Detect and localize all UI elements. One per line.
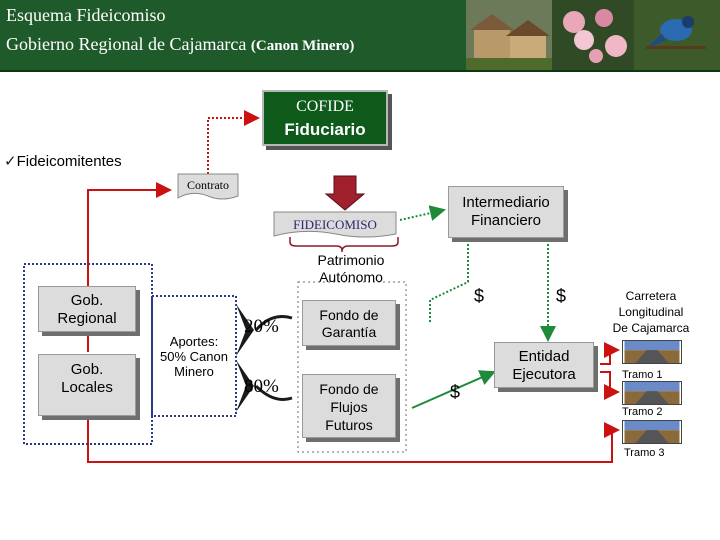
tramo-1-label: Tramo 1 — [622, 369, 663, 381]
patrimonio-label: Patrimonio Autónomo — [296, 252, 406, 286]
split-arrow-top — [236, 304, 254, 356]
road-photo-1 — [622, 340, 682, 364]
title-line-2-main: Gobierno Regional de Cajamarca — [6, 34, 247, 54]
fondo-flujos-line3: Futuros — [325, 417, 373, 433]
aportes-label: Aportes: 50% Canon Minero — [154, 334, 234, 379]
title-line-2-suffix: (Canon Minero) — [250, 38, 355, 54]
fideicomitentes-label: ✓Fideicomitentes — [4, 152, 122, 170]
contrato-to-cofide — [207, 110, 260, 178]
pct-20: 20% — [244, 316, 279, 337]
fondo-garantia-line2: Garantía — [321, 324, 377, 340]
fideicomiso-label: FIDEICOMISO — [293, 217, 377, 232]
intermediario-box: Intermediario Financiero — [448, 186, 564, 238]
pct-80: 80% — [244, 376, 279, 397]
gob-regional-line2: Regional — [57, 310, 117, 327]
entidad-line1: Entidad — [518, 348, 570, 365]
gob-locales-line2: Locales — [61, 379, 113, 396]
dollar-bottom: $ — [450, 382, 461, 402]
gob-to-contrato — [87, 182, 172, 288]
gob-locales-box: Gob. Locales — [38, 354, 136, 416]
dollar-left: $ — [474, 286, 485, 306]
carretera-line3: De Cajamarca — [612, 321, 690, 335]
cofide-box: COFIDE Fiduciario — [262, 90, 388, 146]
header-banner: Esquema Fideicomiso Gobierno Regional de… — [0, 0, 720, 72]
tramo-2-label: Tramo 2 — [622, 406, 663, 418]
dollar-right: $ — [556, 286, 567, 306]
flujos-to-entidad — [411, 370, 496, 409]
entidad-line2: Ejecutora — [512, 366, 576, 383]
fideicomitentes-text: Fideicomitentes — [16, 153, 122, 170]
fondo-flujos-line1: Fondo de — [319, 381, 379, 397]
carretera-label: Carretera Longitudinal De Cajamarca — [596, 288, 706, 336]
contrato-label: Contrato — [187, 178, 229, 192]
carretera-line2: Longitudinal — [618, 305, 684, 319]
title-line-1: Esquema Fideicomiso — [6, 5, 166, 25]
gob-regional-box: Gob. Regional — [38, 286, 136, 332]
fideicomiso-bracket — [289, 237, 399, 253]
fondo-garantia-box: Fondo de Garantía — [302, 300, 396, 346]
entidad-box: Entidad Ejecutora — [494, 342, 594, 388]
contrato-document — [177, 173, 239, 200]
fideicomiso-to-intermediario — [399, 205, 446, 221]
patrimonio-line2: Autónomo — [319, 269, 383, 285]
fondo-flujos-box: Fondo de Flujos Futuros — [302, 374, 396, 438]
check-icon: ✓ — [4, 153, 17, 170]
intermediario-line1: Intermediario — [462, 194, 550, 211]
cofide-name: COFIDE — [296, 98, 354, 115]
aportes-line2: 50% Canon — [160, 349, 228, 364]
fondo-flujos-line2: Flujos — [330, 399, 368, 415]
road-photo-3 — [622, 420, 682, 444]
title-line-2: Gobierno Regional de Cajamarca (Canon Mi… — [6, 33, 354, 57]
patrimonio-line1: Patrimonio — [317, 252, 385, 268]
header-photo-strip — [466, 0, 720, 70]
carretera-line1: Carretera — [625, 289, 677, 303]
down-arrow-icon — [324, 175, 366, 211]
split-arrow-bottom — [236, 360, 254, 412]
fideicomiso-document — [273, 211, 397, 238]
cofide-role: Fiduciario — [284, 120, 366, 139]
tramo-3-label: Tramo 3 — [624, 447, 665, 459]
gob-locales-line1: Gob. — [70, 361, 104, 378]
road-photo-2 — [622, 381, 682, 405]
aportes-line3: Minero — [174, 364, 214, 379]
patrimonio-to-intermediario — [429, 244, 469, 322]
intermediario-line2: Financiero — [470, 212, 542, 229]
aportes-line1: Aportes: — [169, 334, 219, 349]
gob-regional-line1: Gob. — [70, 292, 104, 309]
fondo-garantia-line1: Fondo de — [319, 307, 379, 323]
